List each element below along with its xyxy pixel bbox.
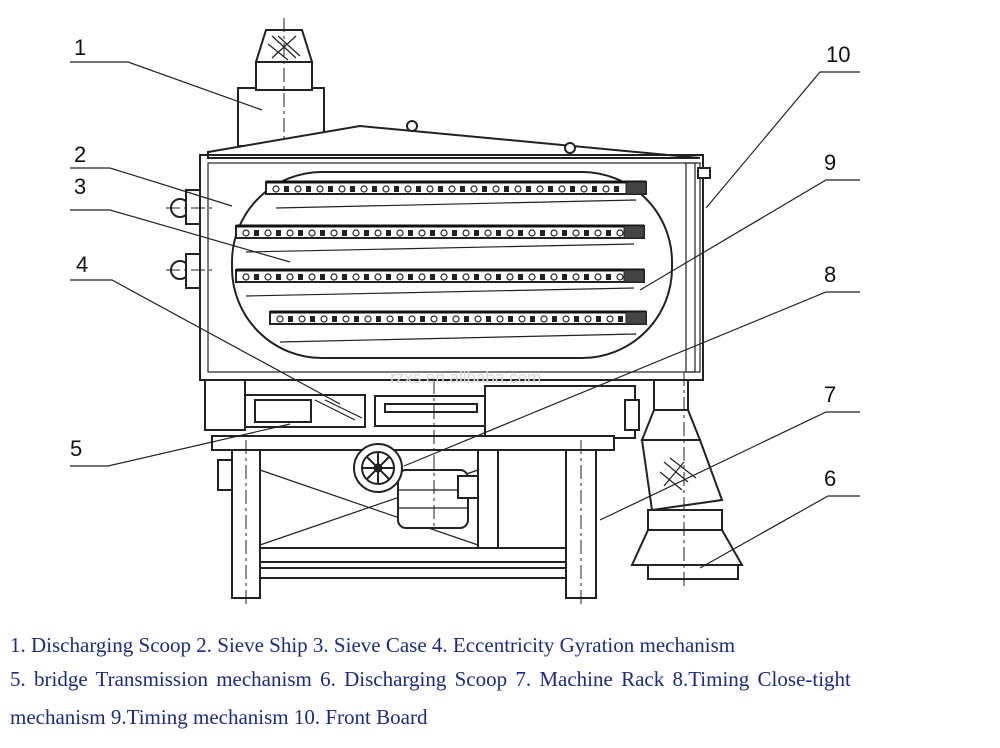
sieve-case [166, 154, 711, 381]
sieve-layer [265, 180, 647, 209]
label-6: 6 [824, 466, 836, 491]
bridge-transmission-mechanism [353, 380, 479, 530]
label-1: 1 [74, 35, 86, 60]
caption-line-2: 5. bridge Transmission mechanism 6. Disc… [10, 667, 851, 691]
sieve-layer [235, 224, 645, 253]
label-9: 9 [824, 150, 836, 175]
machine-rack [211, 435, 615, 608]
watermark: rzxs.en.alibaba.com [390, 368, 541, 387]
eccentricity-gyration-mechanism [204, 379, 640, 439]
sieve-window [231, 171, 673, 359]
label-5: 5 [70, 436, 82, 461]
top-discharging-scoop [237, 18, 325, 160]
sifter-machine-diagram: rzxs.en.alibaba.com 1 2 3 4 5 6 7 8 9 10 [70, 18, 860, 608]
bottom-discharging-scoop [630, 372, 744, 586]
caption-line-3: mechanism 9.Timing mechanism 10. Front B… [10, 705, 428, 729]
label-2: 2 [74, 142, 86, 167]
label-8: 8 [824, 262, 836, 287]
leader-lines [70, 61, 860, 569]
caption-line-1: 1. Discharging Scoop 2. Sieve Ship 3. Si… [10, 633, 736, 657]
callout-labels: 1 2 3 4 5 6 7 8 9 10 [70, 35, 850, 491]
label-7: 7 [824, 382, 836, 407]
sieve-layers [235, 180, 647, 343]
sieve-layer [235, 268, 645, 297]
label-10: 10 [826, 42, 850, 67]
label-4: 4 [76, 252, 88, 277]
sieve-layer [269, 310, 647, 343]
label-3: 3 [74, 174, 86, 199]
